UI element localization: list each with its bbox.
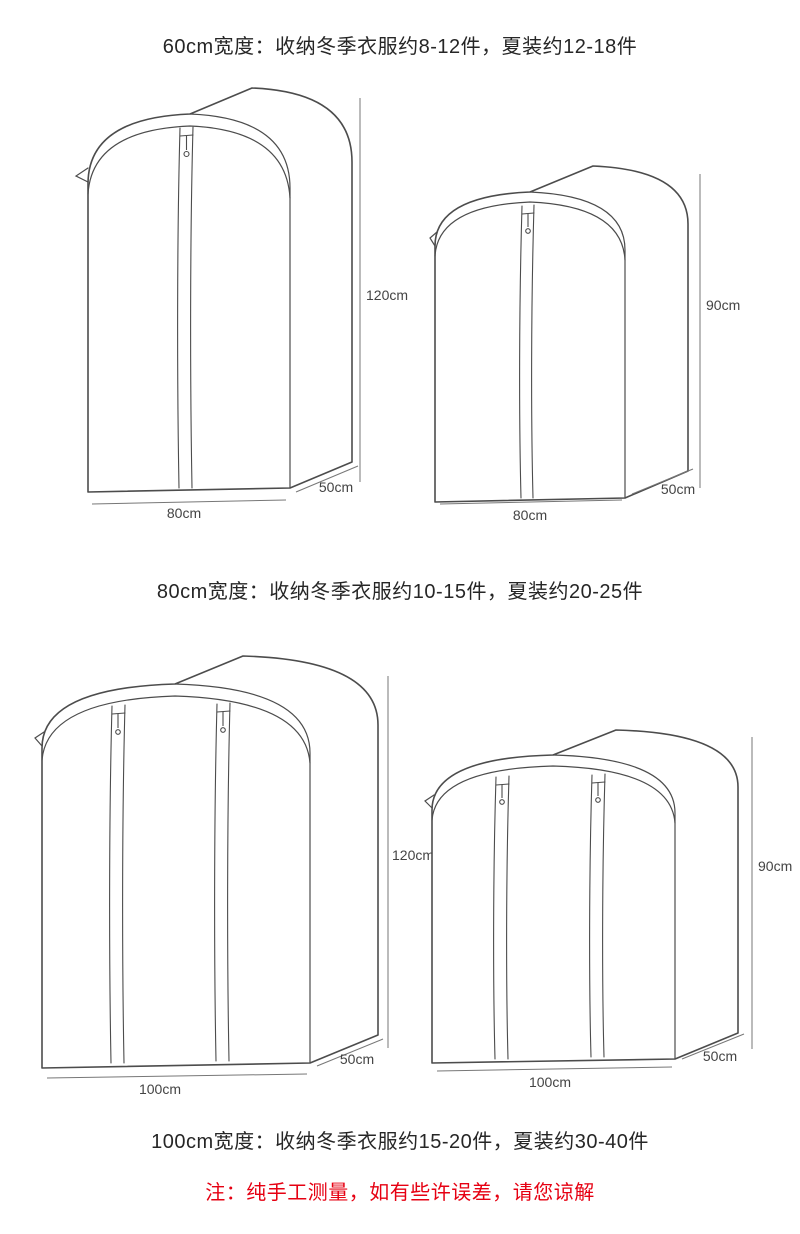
width-dimension-label: 80cm <box>167 505 201 521</box>
bag-left-fold-tab <box>74 167 89 183</box>
width-dimension-line <box>91 499 287 505</box>
depth-dimension-line <box>316 1038 384 1067</box>
bag-top-seam <box>431 765 676 824</box>
zipper-pull-ring <box>499 799 505 805</box>
height-dimension-label: 120cm <box>366 287 408 303</box>
depth-dimension-line <box>295 465 359 493</box>
width-dimension-line <box>439 499 623 505</box>
zipper-top-stop <box>591 781 606 784</box>
zipper-line <box>506 775 510 1060</box>
zipper-line <box>214 703 218 1062</box>
zipper-pull-ring <box>115 729 121 735</box>
zipper-top-stop <box>521 212 535 215</box>
width-dimension-label: 100cm <box>529 1074 571 1090</box>
section-100cm-heading: 100cm宽度：收纳冬季衣服约15-20件，夏装约30-40件 <box>151 1131 649 1153</box>
bag-left-fold-tab <box>34 731 45 747</box>
height-dimension-label: 90cm <box>706 297 740 313</box>
bag-top-seam <box>434 201 626 261</box>
zipper-top-stop <box>111 712 126 715</box>
section-60cm-heading: 60cm宽度：收纳冬季衣服约8-12件，夏装约12-18件 <box>162 36 638 58</box>
zipper-top-stop <box>216 710 231 713</box>
width-dimension-line <box>46 1073 308 1079</box>
width-dimension-line <box>436 1066 673 1072</box>
zipper-line <box>109 705 113 1064</box>
bag-left-fold-tab <box>429 231 438 247</box>
bag-body-outline <box>434 165 689 503</box>
bag-left-fold-tab <box>424 794 435 809</box>
bag-front-edge <box>552 754 676 1060</box>
depth-dimension-line <box>681 1033 745 1060</box>
zipper-pull-ring <box>525 228 531 234</box>
zipper-line <box>177 127 181 489</box>
zipper-pull-ring <box>595 797 601 803</box>
measurement-note: 注：纯手工测量，如有些许误差，请您谅解 <box>205 1182 595 1204</box>
zipper-line <box>122 704 126 1064</box>
zipper-top-stop <box>495 783 510 786</box>
garment-cover-illustration-100cm-120: 120cm 100cm 50cm <box>34 655 434 1097</box>
zipper-line <box>602 773 606 1058</box>
zipper-pull-ring <box>183 150 190 158</box>
depth-dimension-label: 50cm <box>703 1048 737 1064</box>
depth-dimension-line <box>631 468 694 495</box>
garment-cover-illustration-60cm-90: 90cm 80cm 50cm <box>429 165 740 523</box>
zipper-line <box>190 126 194 489</box>
bag-top-seam <box>41 695 311 764</box>
bag-front-edge <box>189 113 291 489</box>
depth-dimension-label: 50cm <box>319 479 353 495</box>
zipper-pull-ring <box>220 727 226 733</box>
zipper-line <box>531 204 535 499</box>
width-dimension-label: 80cm <box>513 507 547 523</box>
bag-body-outline <box>431 729 739 1064</box>
height-dimension-label: 120cm <box>392 847 434 863</box>
section-80cm-heading: 80cm宽度：收纳冬季衣服约10-15件，夏装约20-25件 <box>156 581 644 603</box>
bag-top-seam <box>87 125 291 199</box>
bag-front-edge <box>174 683 311 1064</box>
garment-cover-illustration-60cm-120: 120cm 80cm 50cm <box>74 87 408 521</box>
zipper-line <box>227 702 231 1062</box>
bag-body-outline <box>41 655 379 1069</box>
bag-front-edge <box>529 191 626 499</box>
height-dimension-label: 90cm <box>758 858 792 874</box>
garment-cover-illustration-100cm-90: 90cm 100cm 50cm <box>424 729 792 1090</box>
depth-dimension-label: 50cm <box>340 1051 374 1067</box>
zipper-line <box>519 205 523 499</box>
width-dimension-label: 100cm <box>139 1081 181 1097</box>
bag-body-outline <box>87 87 353 493</box>
depth-dimension-label: 50cm <box>661 481 695 497</box>
zipper-line <box>589 774 593 1058</box>
zipper-top-stop <box>179 134 194 137</box>
zipper-line <box>493 776 497 1060</box>
